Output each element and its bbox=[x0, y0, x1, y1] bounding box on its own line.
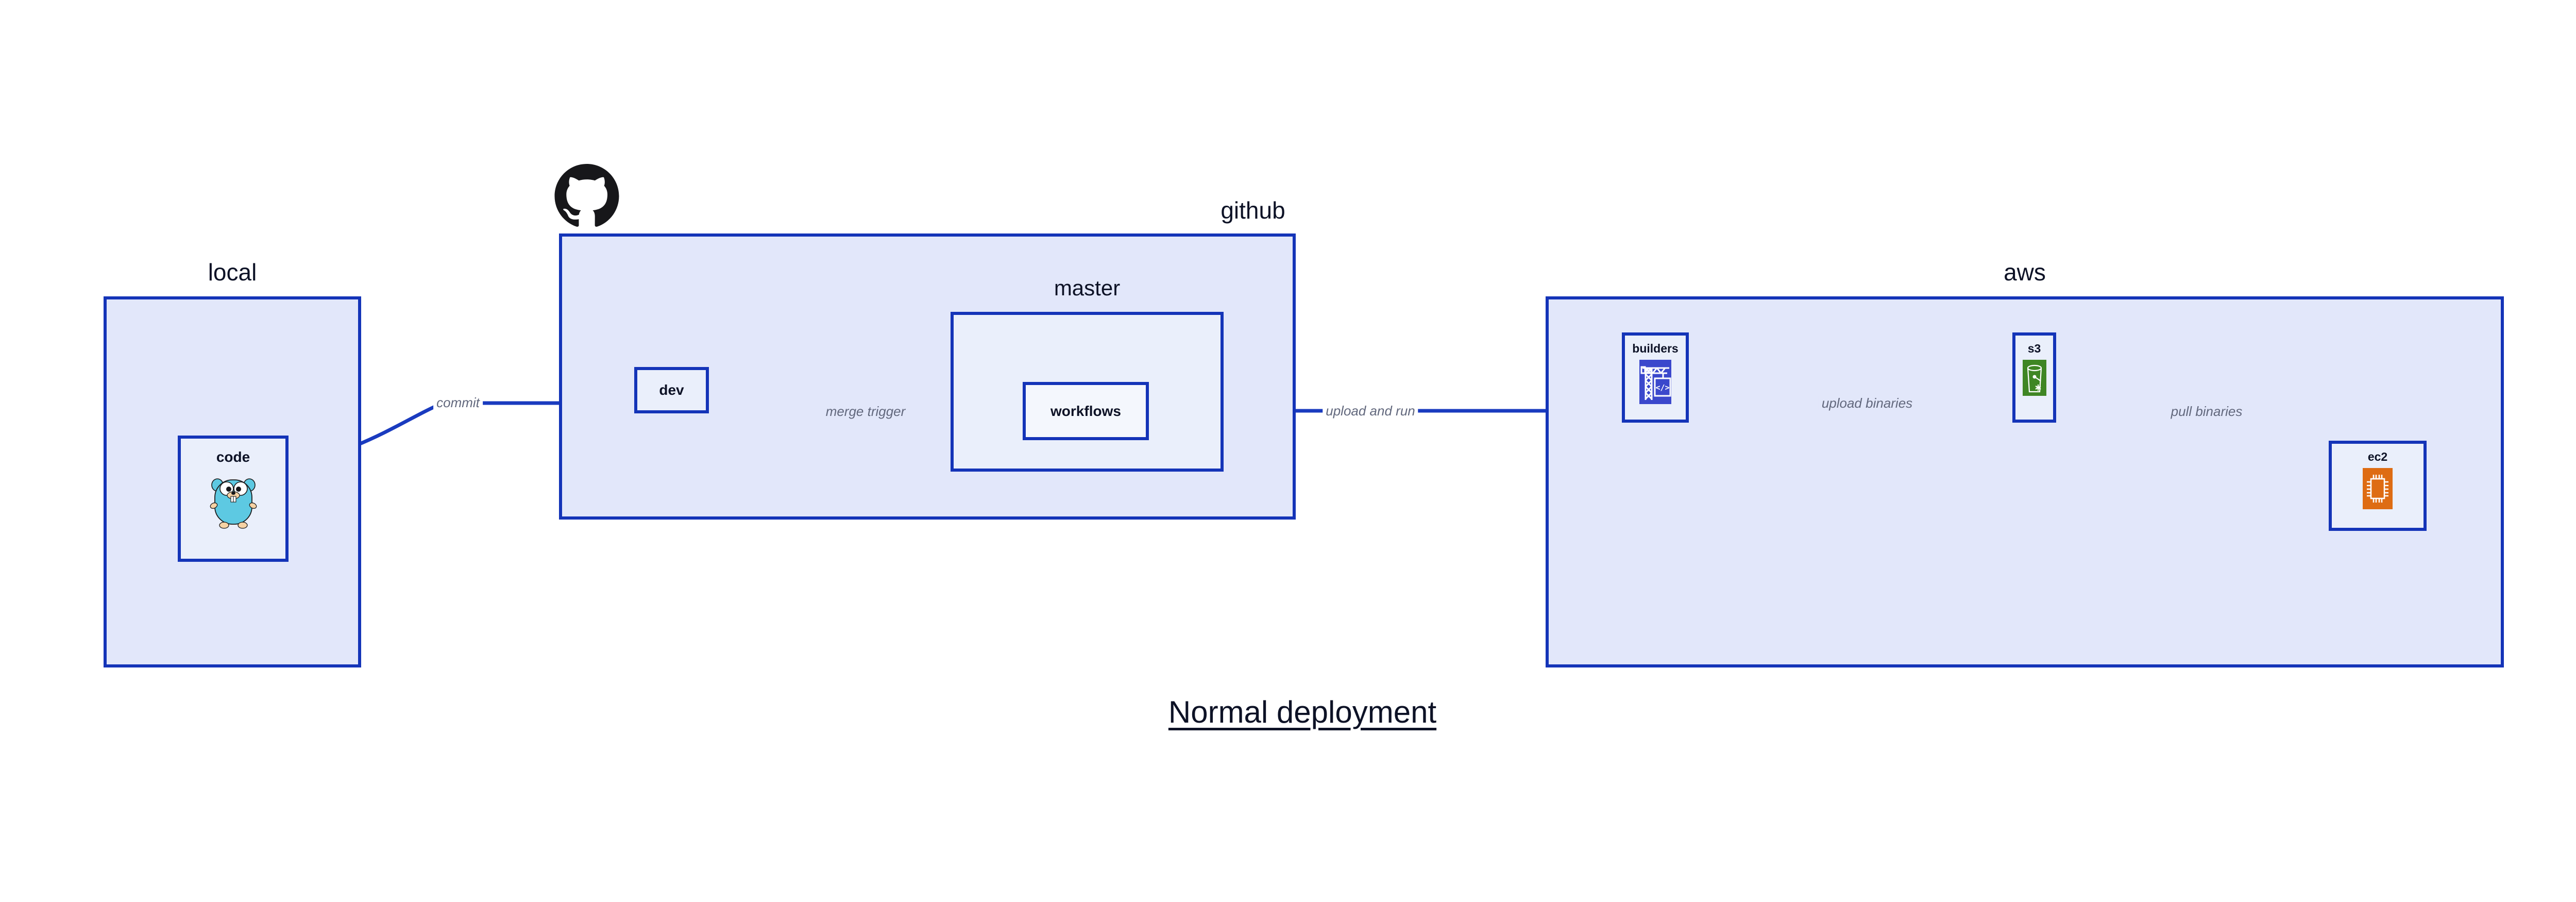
group-master-title: master bbox=[1054, 276, 1121, 300]
node-code-label: code bbox=[216, 449, 250, 465]
edge-label-merge-trigger: merge trigger bbox=[822, 405, 909, 418]
node-workflows[interactable]: workflows bbox=[1023, 382, 1149, 440]
aws-codebuild-crane-icon: </> bbox=[1639, 360, 1671, 404]
edge-label-commit: commit bbox=[433, 396, 483, 409]
node-ec2-label: ec2 bbox=[2367, 450, 2388, 463]
node-builders[interactable]: builders </> bbox=[1622, 332, 1689, 423]
node-s3-label: s3 bbox=[2027, 342, 2041, 355]
edge-label-upload-and-run: upload and run bbox=[1323, 404, 1418, 417]
node-builders-label: builders bbox=[1632, 342, 1679, 355]
node-code[interactable]: code bbox=[178, 436, 289, 562]
aws-ec2-chip-icon bbox=[2363, 468, 2393, 509]
go-gopher-icon bbox=[209, 472, 258, 529]
page-title: Normal deployment bbox=[1168, 695, 1437, 729]
github-octocat-logo bbox=[554, 164, 620, 228]
node-ec2[interactable]: ec2 bbox=[2329, 441, 2427, 531]
node-dev-label: dev bbox=[659, 382, 684, 398]
svg-text:</>: </> bbox=[1655, 383, 1669, 392]
node-dev[interactable]: dev bbox=[634, 367, 709, 413]
edge-label-upload-binaries: upload binaries bbox=[1818, 396, 1916, 410]
node-workflows-label: workflows bbox=[1050, 403, 1121, 419]
group-local-title: local bbox=[208, 259, 257, 286]
aws-s3-bucket-icon bbox=[2022, 360, 2046, 396]
group-aws-title: aws bbox=[2004, 259, 2046, 286]
group-github-title: github bbox=[1221, 197, 1285, 224]
node-s3[interactable]: s3 bbox=[2012, 332, 2056, 423]
edge-label-pull-binaries: pull binaries bbox=[2171, 404, 2243, 419]
